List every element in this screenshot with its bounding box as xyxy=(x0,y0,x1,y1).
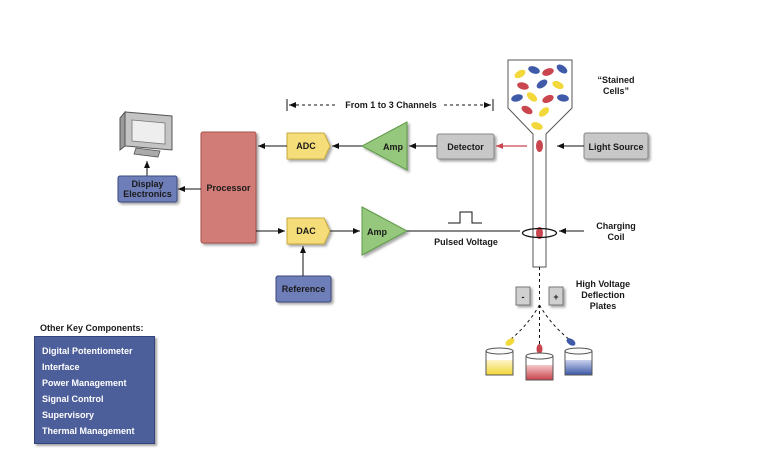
pulse-icon xyxy=(448,211,482,224)
monitor-icon xyxy=(119,110,173,158)
reference-label: Reference xyxy=(282,284,326,294)
display-electronics-label-2: Electronics xyxy=(123,189,172,199)
key-components-title: Other Key Components: xyxy=(40,323,144,333)
deflection-label-3: Plates xyxy=(590,301,617,311)
collection-tube-red xyxy=(525,352,554,381)
dac-label: DAC xyxy=(296,226,316,236)
key-component-item: Digital Potentiometer xyxy=(42,346,133,356)
plate-plus xyxy=(548,286,564,306)
stained-cells-label-2: Cells” xyxy=(603,86,629,96)
key-components-box: Digital Potentiometer Interface Power Ma… xyxy=(34,336,155,444)
sorted-cell-blue xyxy=(566,338,576,346)
plate-plus-label: + xyxy=(553,292,558,302)
light-source-label: Light Source xyxy=(588,142,643,152)
sorted-paths xyxy=(509,304,571,345)
collection-tube-blue xyxy=(564,347,593,376)
stained-cells xyxy=(511,64,569,152)
collection-tube-yellow xyxy=(485,347,514,376)
charged-cell xyxy=(536,227,543,239)
amp-bottom-block xyxy=(361,206,409,256)
processor-block xyxy=(200,131,257,244)
plate-minus xyxy=(515,286,531,306)
key-component-item: Interface xyxy=(42,362,80,372)
deflection-label-1: High Voltage xyxy=(576,279,630,289)
key-component-item: Signal Control xyxy=(42,394,104,404)
charging-coil-icon xyxy=(521,227,558,239)
key-component-item: Thermal Management xyxy=(42,426,135,436)
amp-bottom-label: Amp xyxy=(367,227,388,237)
amp-top-block xyxy=(360,121,408,171)
plate-minus-label: - xyxy=(522,292,525,302)
charging-coil-label-1: Charging xyxy=(596,221,636,231)
dac-block xyxy=(286,217,331,245)
sorted-cell-red xyxy=(536,344,543,354)
deflection-label-2: Deflection xyxy=(581,290,625,300)
key-component-item: Supervisory xyxy=(42,410,95,420)
channels-label: From 1 to 3 Channels xyxy=(345,100,437,110)
detector-label: Detector xyxy=(447,142,484,152)
sorted-cell-yellow xyxy=(505,338,515,346)
pulsed-voltage-label: Pulsed Voltage xyxy=(434,237,498,247)
adc-label: ADC xyxy=(296,141,316,151)
stained-cells-label-1: “Stained xyxy=(597,75,634,85)
display-electronics-block xyxy=(117,175,178,203)
key-component-item: Power Management xyxy=(42,378,127,388)
channels-bracket xyxy=(286,99,494,111)
display-electronics-label-1: Display xyxy=(131,179,163,189)
charging-coil-label-2: Coil xyxy=(608,232,625,242)
amp-top-label: Amp xyxy=(383,142,404,152)
adc-block xyxy=(286,132,331,160)
processor-label: Processor xyxy=(206,183,251,193)
